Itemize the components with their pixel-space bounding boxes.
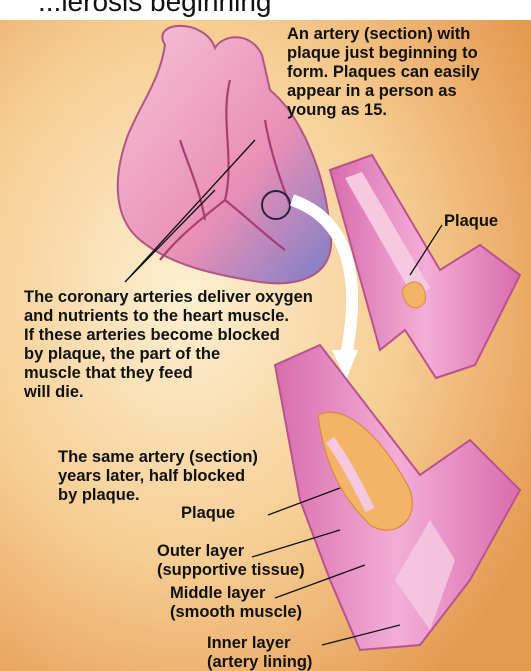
cropped-title: ...lerosis beginning bbox=[38, 0, 271, 18]
illustration-panel: An artery (section) with plaque just beg… bbox=[0, 20, 531, 671]
top-band: ...lerosis beginning bbox=[0, 0, 531, 20]
inner-layer-label: Inner layer (artery lining) bbox=[207, 634, 312, 671]
middle-layer-label: Middle layer (smooth muscle) bbox=[170, 584, 302, 622]
early-plaque-caption: An artery (section) with plaque just beg… bbox=[287, 25, 480, 120]
plaque-label-top: Plaque bbox=[444, 212, 498, 231]
plaque-label-bottom: Plaque bbox=[181, 504, 235, 523]
later-caption: The same artery (section) years later, h… bbox=[58, 448, 258, 505]
outer-layer-label: Outer layer (supportive tissue) bbox=[157, 542, 305, 580]
coronary-caption: The coronary arteries deliver oxygen and… bbox=[24, 288, 313, 402]
